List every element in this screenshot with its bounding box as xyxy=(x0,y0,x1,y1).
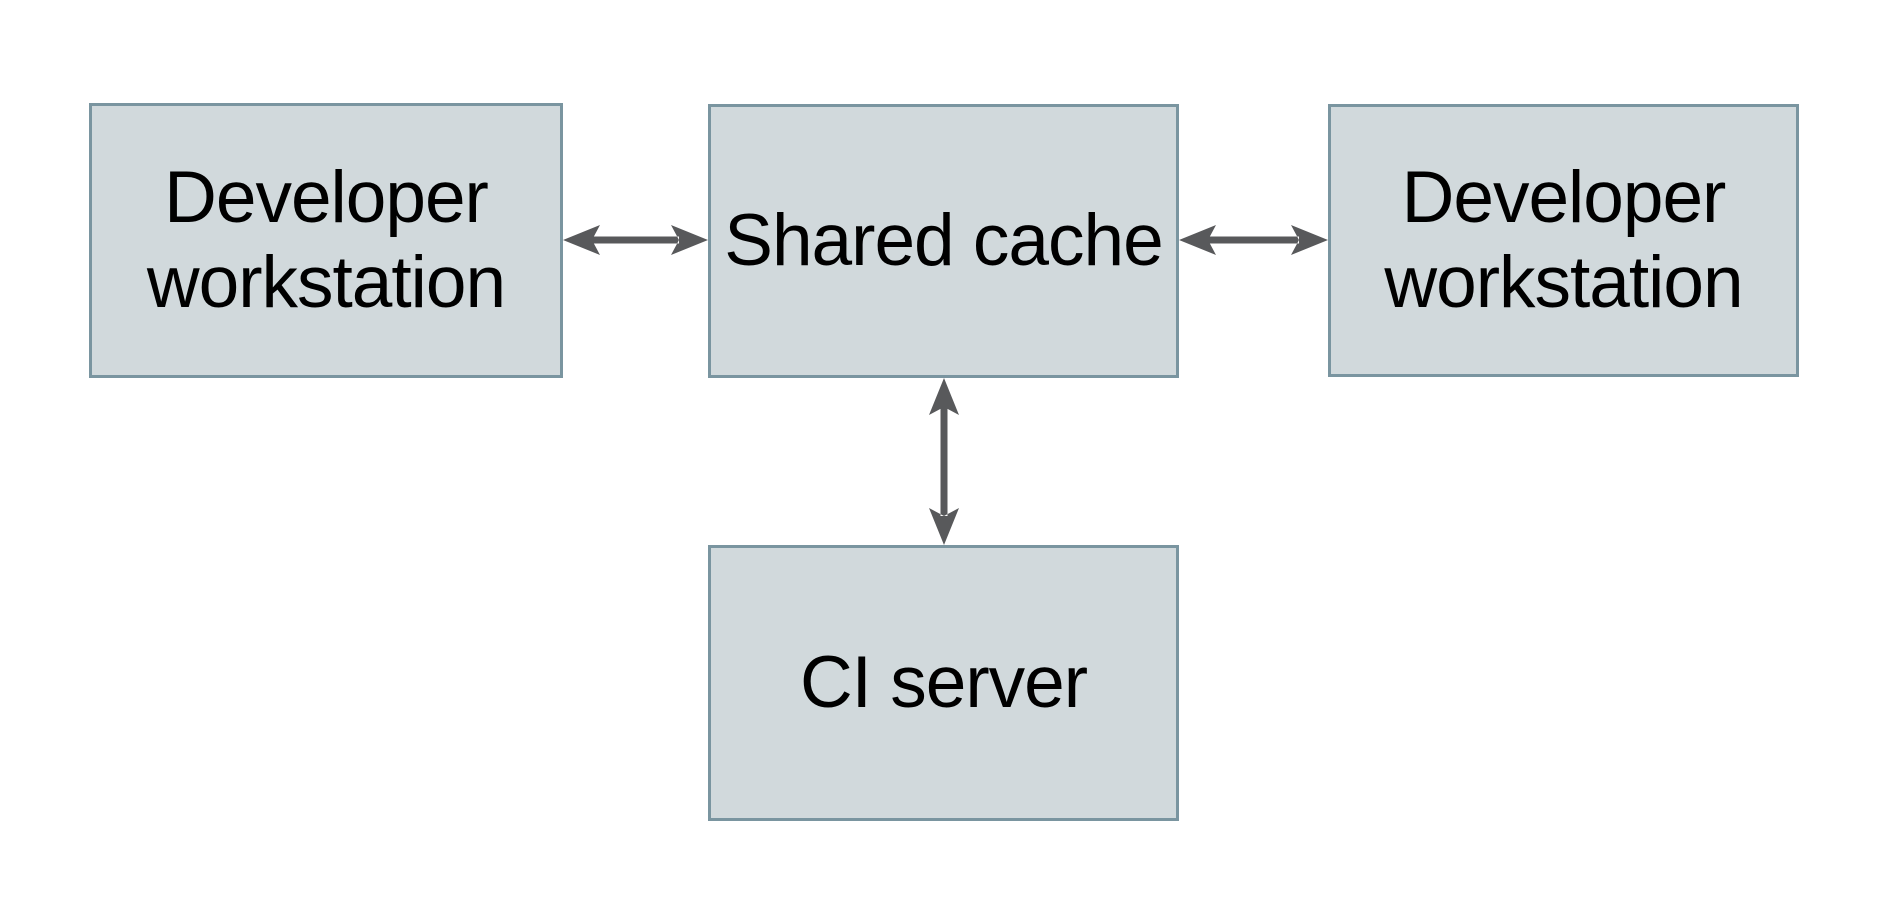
node-developer-workstation-right: Developer workstation xyxy=(1328,104,1799,377)
bidirectional-arrow-cache-right xyxy=(1179,225,1328,255)
node-shared-cache: Shared cache xyxy=(708,104,1179,378)
node-label: CI server xyxy=(799,641,1088,723)
bidirectional-arrow-cache-ci xyxy=(929,378,959,545)
bidirectional-arrow-left-cache xyxy=(563,225,708,255)
node-ci-server: CI server xyxy=(708,545,1179,821)
node-label: Developer workstation xyxy=(146,156,506,323)
node-developer-workstation-left: Developer workstation xyxy=(89,103,563,378)
node-label: Shared cache xyxy=(724,199,1163,281)
node-label: Developer workstation xyxy=(1384,156,1743,323)
